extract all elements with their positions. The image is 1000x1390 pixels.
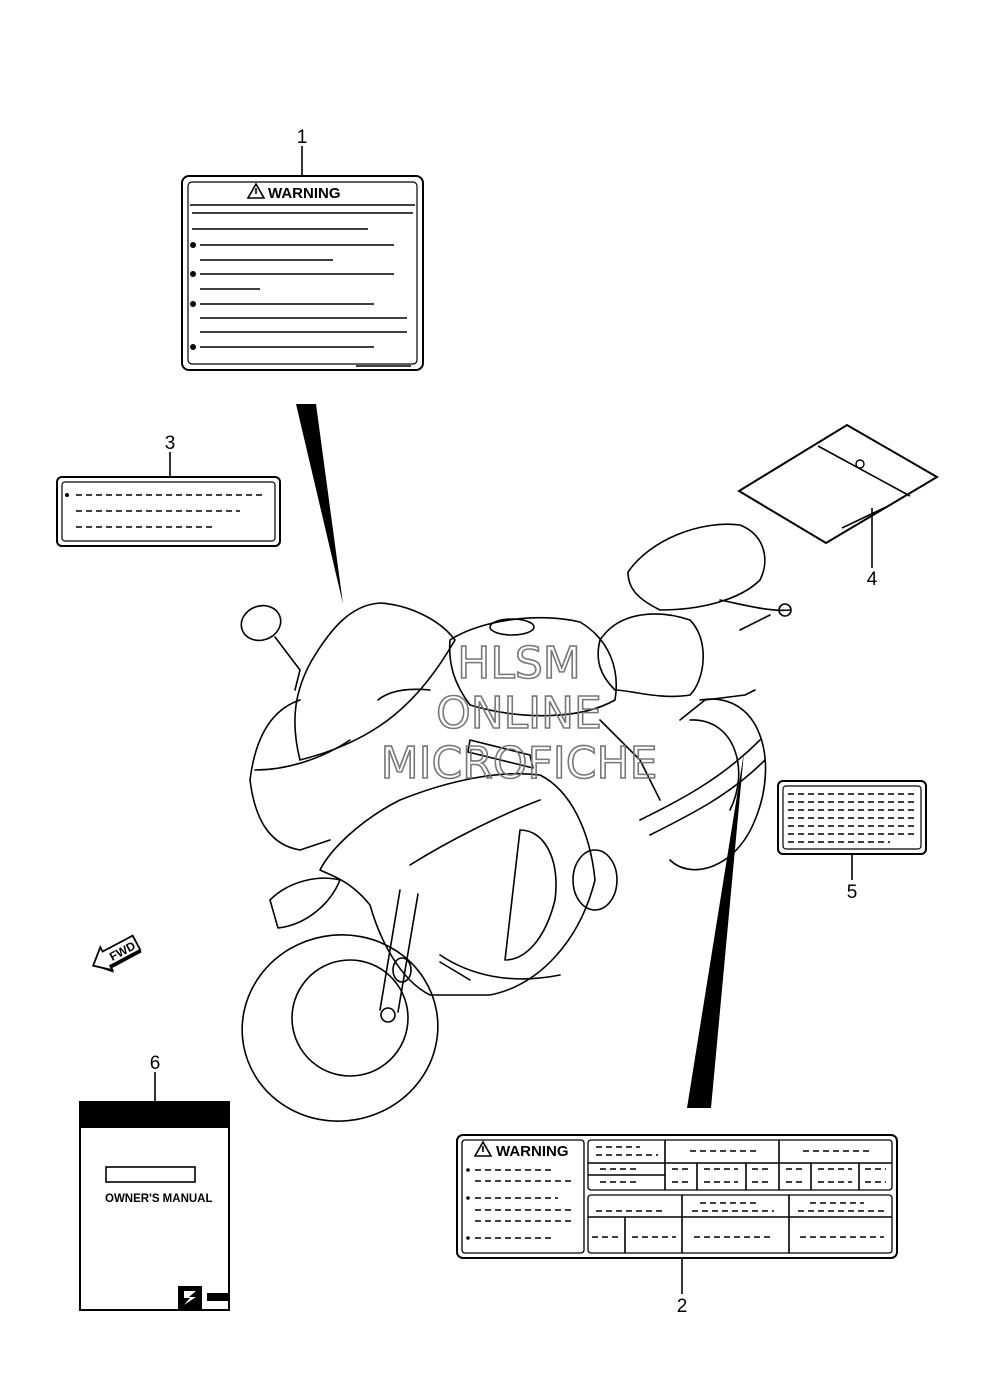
- callout-3: 3: [165, 433, 176, 454]
- sheet-label-4: [737, 423, 939, 545]
- fwd-arrow-icon: FWD: [91, 934, 142, 973]
- callout-6: 6: [150, 1053, 161, 1074]
- callout-2: 2: [677, 1296, 688, 1317]
- watermark: HLSM ONLINE MICROFICHE: [380, 637, 658, 790]
- warning-label-2: WARNING: [456, 1134, 898, 1259]
- leader-lines: [154, 146, 873, 1294]
- info-label-3: [56, 476, 281, 547]
- motorcycle-outline: [240, 523, 792, 1122]
- callout-5: 5: [847, 882, 858, 903]
- callout-1: 1: [297, 127, 308, 148]
- pointer-2: [687, 752, 744, 1108]
- warning-label-1: WARNING: [181, 175, 424, 371]
- info-label-5: [777, 780, 927, 855]
- callout-4: 4: [867, 569, 878, 590]
- watermark-line-1: HLSM: [457, 638, 581, 689]
- warning-triangle-icon: [473, 1140, 493, 1157]
- owners-manual-6: OWNER'S MANUAL: [79, 1101, 230, 1311]
- owners-manual-title: OWNER'S MANUAL: [105, 1193, 213, 1205]
- warning-label-1-title: WARNING: [268, 185, 341, 202]
- callouts: 1 2 3 4 5 6: [150, 127, 878, 1317]
- warning-triangle-icon: [246, 182, 266, 199]
- pointer-1: [296, 404, 343, 604]
- watermark-line-2: ONLINE: [436, 688, 602, 739]
- suzuki-logo-icon: [178, 1286, 202, 1310]
- watermark-line-3: MICROFICHE: [381, 738, 658, 789]
- warning-label-2-title: WARNING: [496, 1143, 569, 1160]
